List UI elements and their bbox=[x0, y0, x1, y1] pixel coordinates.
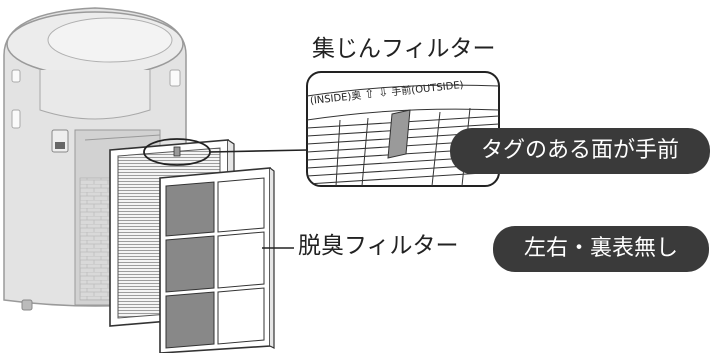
dust-filter-label: 集じんフィルター bbox=[312, 36, 496, 62]
deodorizing-filter bbox=[159, 167, 275, 354]
deodorizing-filter-callout: 左右・裏表無し bbox=[493, 226, 709, 272]
dust-filter-callout: タグのある面が手前 bbox=[450, 128, 710, 174]
direction-arrows: ⇧ ⇩ bbox=[363, 84, 389, 102]
filter-tag bbox=[173, 146, 181, 157]
dust-filter-leader-line bbox=[209, 149, 309, 153]
deodorizing-filter-label: 脱臭フィルター bbox=[298, 233, 459, 259]
